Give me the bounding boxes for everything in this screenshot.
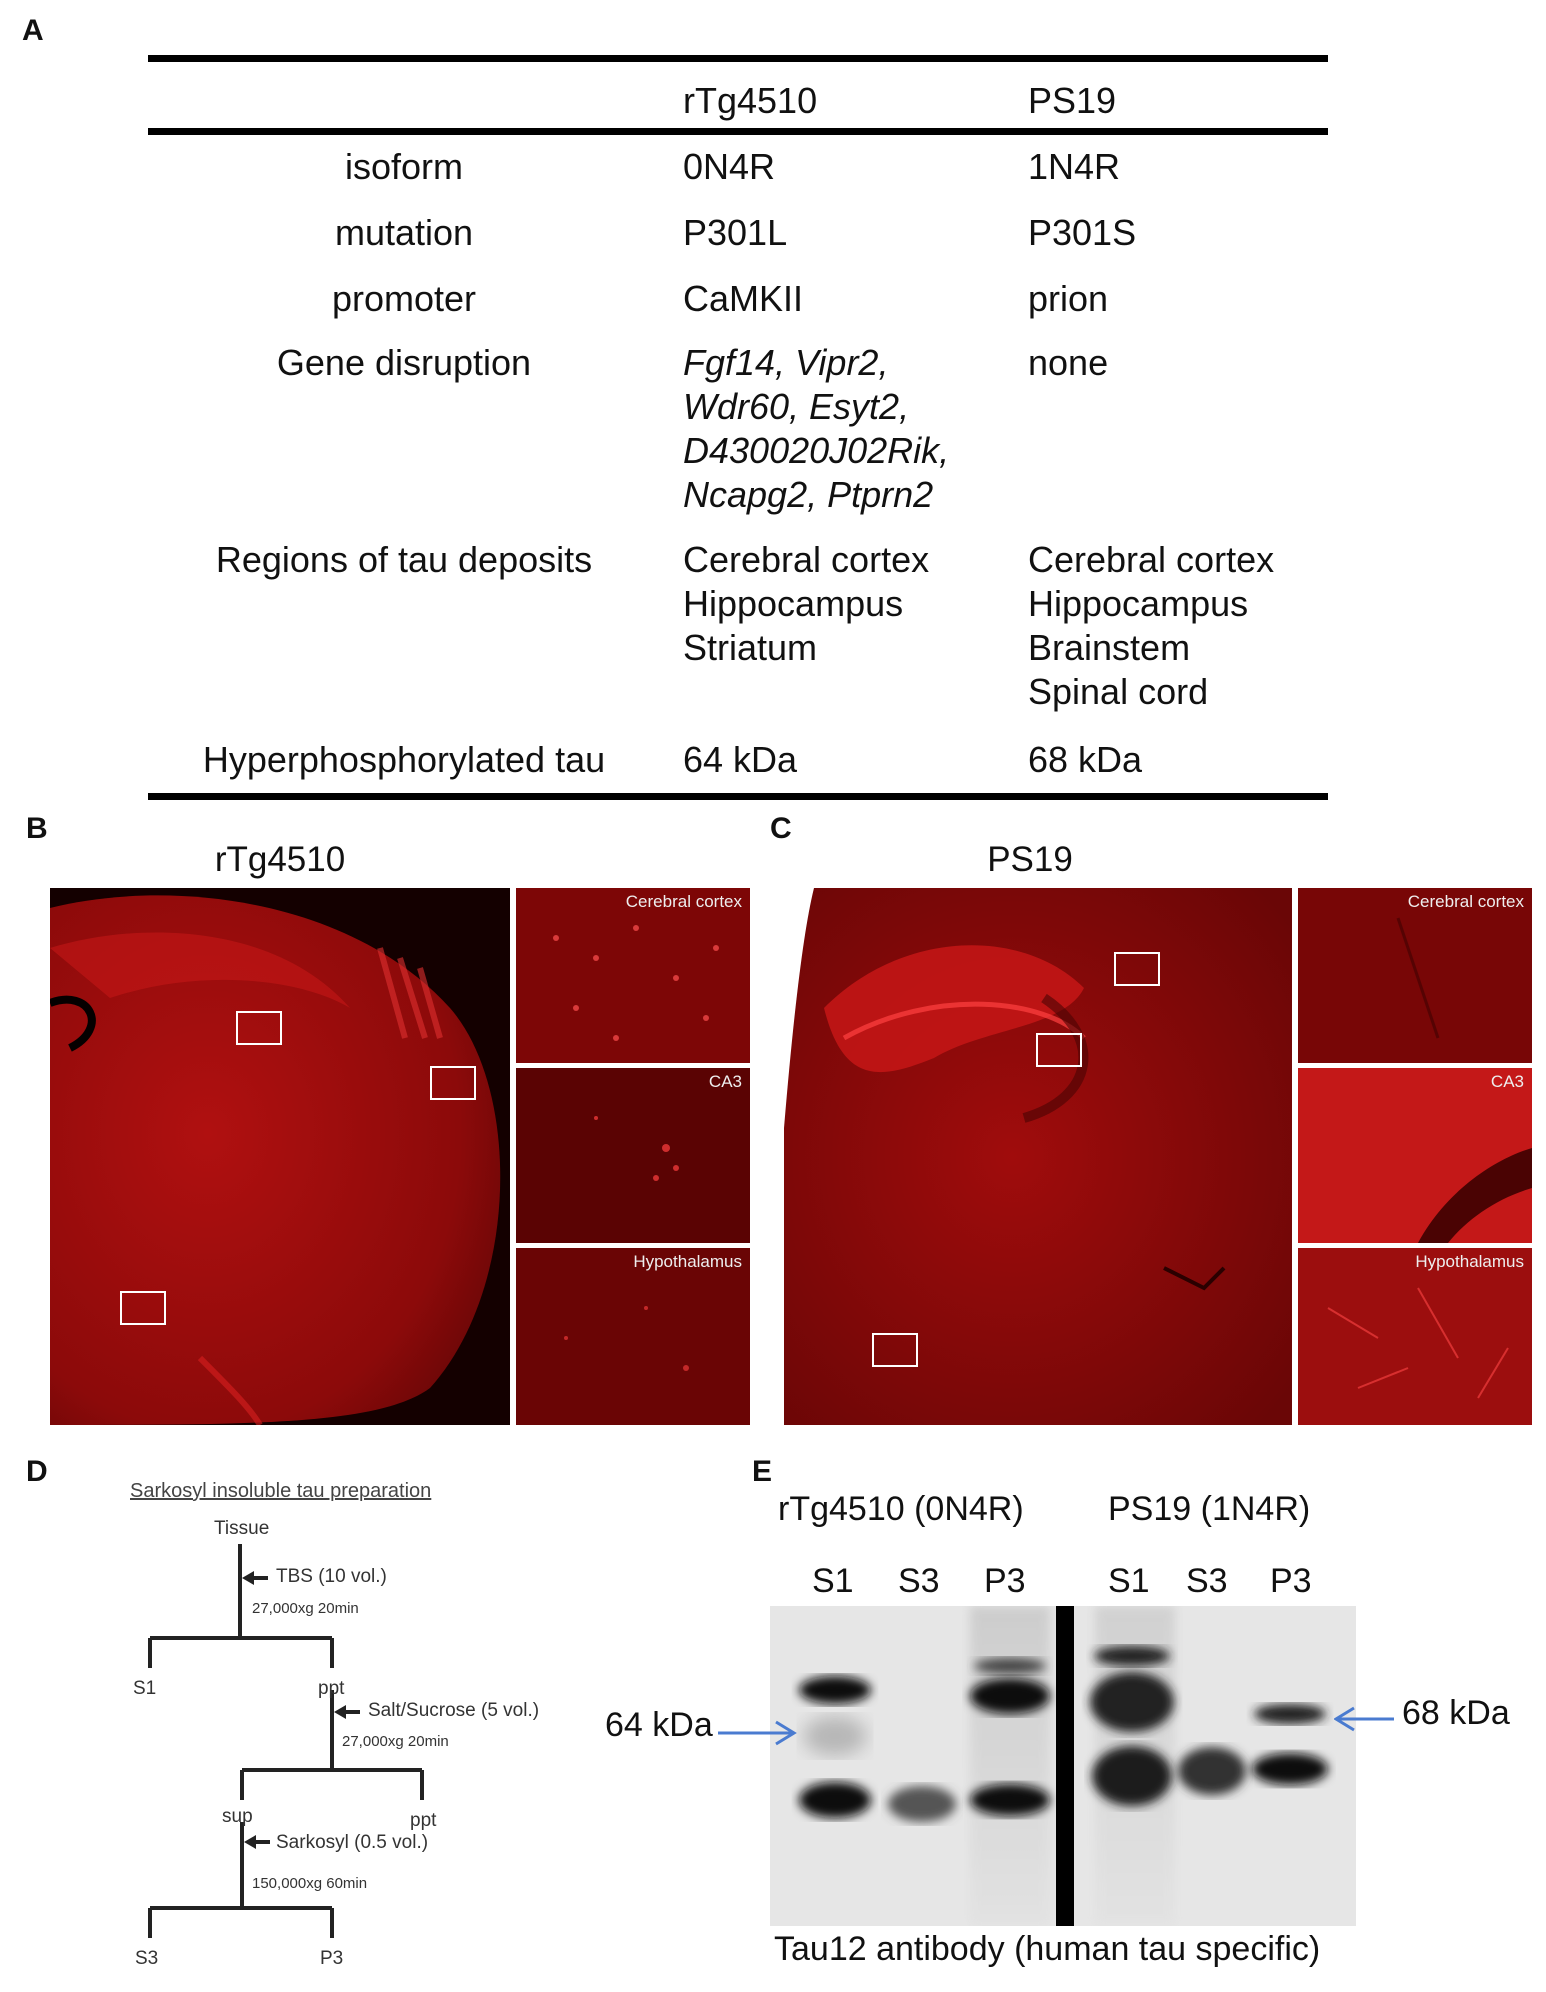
cell-rtg-line: D430020J02Rik, bbox=[683, 430, 950, 471]
cell-ps19: 68 kDa bbox=[1028, 739, 1143, 780]
flowchart-p3: P3 bbox=[320, 1948, 344, 1969]
roi-box bbox=[872, 1333, 918, 1367]
row-label: Regions of tau deposits bbox=[215, 539, 593, 580]
roi-box bbox=[430, 1066, 476, 1100]
flowchart-title: Sarkosyl insoluble tau preparation bbox=[130, 1480, 432, 1502]
cell-ps19-line: Spinal cord bbox=[1028, 671, 1209, 712]
row-label: mutation bbox=[334, 212, 474, 253]
flowchart-spin-3: 150,000xg 60min bbox=[252, 1875, 368, 1892]
panel-label-d: D bbox=[26, 1455, 48, 1488]
flowchart-tissue: Tissue bbox=[214, 1518, 270, 1539]
roi-box bbox=[120, 1291, 166, 1325]
cell-rtg: 0N4R bbox=[683, 146, 776, 187]
cell-rtg: CaMKII bbox=[683, 278, 804, 319]
panel-label-b: B bbox=[26, 812, 48, 845]
rtg4510-cortex-inset-image: Cerebral cortex bbox=[516, 888, 750, 1063]
blot-lane-label: P3 bbox=[984, 1562, 1026, 1600]
blot-lane-label: P3 bbox=[1270, 1562, 1312, 1600]
marker-64kda-label: 64 kDa bbox=[605, 1706, 713, 1744]
panel-c-title: PS19 bbox=[987, 840, 1073, 879]
panel-label-a: A bbox=[22, 14, 44, 47]
blot-caption: Tau12 antibody (human tau specific) bbox=[774, 1930, 1321, 1968]
roi-box bbox=[1114, 952, 1160, 986]
row-label: promoter bbox=[331, 278, 477, 319]
inset-label: CA3 bbox=[1490, 1072, 1524, 1091]
blot-lane-label: S1 bbox=[1108, 1562, 1150, 1600]
table-bottom-rule bbox=[148, 793, 1328, 800]
cell-rtg-line: Ncapg2, Ptprn2 bbox=[683, 474, 934, 515]
cell-rtg-line: Cerebral cortex bbox=[683, 539, 930, 580]
roi-box bbox=[236, 1011, 282, 1045]
flowchart-ppt-2: ppt bbox=[410, 1810, 437, 1831]
cell-ps19: prion bbox=[1028, 278, 1109, 319]
blot-group-rtg4510: rTg4510 (0N4R) bbox=[778, 1490, 1024, 1528]
cell-rtg-line: Fgf14, Vipr2, bbox=[683, 342, 889, 383]
cell-rtg: P301L bbox=[683, 212, 788, 253]
rtg4510-hypothalamus-inset-image: Hypothalamus bbox=[516, 1248, 750, 1425]
cell-ps19-line: Brainstem bbox=[1028, 627, 1191, 668]
flowchart-ppt-1: ppt bbox=[318, 1678, 345, 1699]
flowchart-sup: sup bbox=[222, 1806, 253, 1827]
blot-lane-label: S3 bbox=[898, 1562, 940, 1600]
inset-label: Cerebral cortex bbox=[625, 892, 742, 911]
flowchart-step-salt: Salt/Sucrose (5 vol.) bbox=[368, 1700, 540, 1721]
inset-label: Cerebral cortex bbox=[1407, 892, 1524, 911]
western-blot-image bbox=[770, 1606, 1356, 1926]
cell-ps19: P301S bbox=[1028, 212, 1137, 253]
ps19-cortex-inset-image: Cerebral cortex bbox=[1298, 888, 1532, 1063]
cell-rtg-line: Wdr60, Esyt2, bbox=[683, 386, 910, 427]
row-label: Gene disruption bbox=[276, 342, 532, 383]
cell-rtg-line: Striatum bbox=[683, 627, 818, 668]
cell-ps19-line: Cerebral cortex bbox=[1028, 539, 1275, 580]
blot-lane-label: S1 bbox=[812, 1562, 854, 1600]
flowchart-s3: S3 bbox=[135, 1948, 159, 1969]
rtg4510-coronal-section-image bbox=[50, 888, 510, 1425]
blot-lane-label: S3 bbox=[1186, 1562, 1228, 1600]
inset-label: CA3 bbox=[708, 1072, 742, 1091]
flowchart-spin-2: 27,000xg 20min bbox=[342, 1733, 449, 1750]
flowchart-lines bbox=[148, 1544, 424, 1938]
row-label: isoform bbox=[344, 146, 464, 187]
marker-64kda-arrow-icon bbox=[718, 1720, 797, 1746]
panel-label-c: C bbox=[770, 812, 792, 845]
ps19-ca3-inset-image: CA3 bbox=[1298, 1068, 1532, 1243]
marker-68kda-label: 68 kDa bbox=[1402, 1694, 1510, 1732]
cell-ps19: none bbox=[1028, 342, 1109, 383]
cell-rtg: 64 kDa bbox=[683, 739, 798, 780]
flowchart-spin-1: 27,000xg 20min bbox=[252, 1600, 359, 1617]
panel-label-e: E bbox=[752, 1455, 773, 1488]
ps19-hypothalamus-inset-image: Hypothalamus bbox=[1298, 1248, 1532, 1425]
inset-label: Hypothalamus bbox=[633, 1252, 742, 1271]
cell-ps19: 1N4R bbox=[1028, 146, 1121, 187]
flowchart-step-tbs: TBS (10 vol.) bbox=[276, 1566, 387, 1587]
table-top-rule bbox=[148, 55, 1328, 62]
inset-label: Hypothalamus bbox=[1415, 1252, 1524, 1271]
table-header-ps19: PS19 bbox=[1028, 80, 1117, 121]
blot-group-ps19: PS19 (1N4R) bbox=[1108, 1490, 1311, 1528]
table-header-rtg4510: rTg4510 bbox=[683, 80, 818, 121]
row-label: Hyperphosphorylated tau bbox=[202, 739, 606, 780]
ps19-coronal-section-image bbox=[784, 888, 1292, 1425]
rtg4510-ca3-inset-image: CA3 bbox=[516, 1068, 750, 1243]
table-header-rule bbox=[148, 128, 1328, 135]
roi-box bbox=[1036, 1033, 1082, 1067]
cell-ps19-line: Hippocampus bbox=[1028, 583, 1249, 624]
panel-b-title: rTg4510 bbox=[214, 840, 346, 879]
cell-rtg-line: Hippocampus bbox=[683, 583, 904, 624]
marker-68kda-arrow-icon bbox=[1334, 1706, 1394, 1732]
flowchart-step-sarkosyl: Sarkosyl (0.5 vol.) bbox=[276, 1832, 429, 1853]
flowchart-s1: S1 bbox=[133, 1678, 157, 1699]
